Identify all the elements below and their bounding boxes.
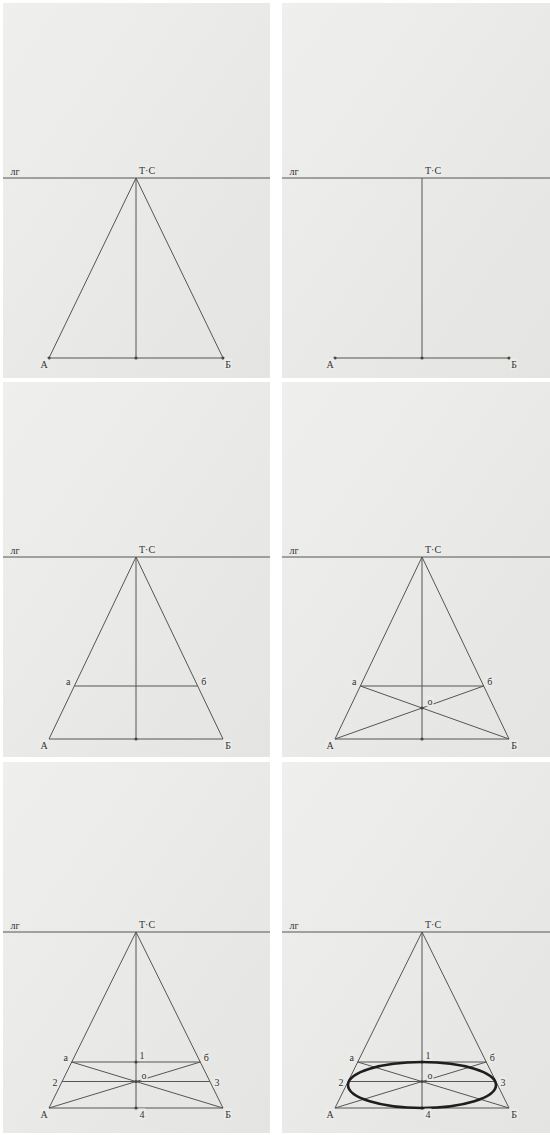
point-label: 3 [499, 1076, 506, 1087]
point-label: Т·С [424, 919, 442, 930]
point-label: Т·С [138, 544, 156, 555]
point-label: б [486, 676, 493, 687]
point-label: б [203, 1052, 210, 1063]
point-label: о [427, 1069, 434, 1080]
point-label: а [348, 1052, 354, 1063]
point-label: А [325, 359, 334, 370]
point-label: 4 [425, 1109, 432, 1120]
point-label: а [351, 676, 357, 687]
point-label: о [141, 1069, 148, 1080]
point-label: Б [510, 359, 518, 370]
point-label: о [427, 696, 434, 707]
point-label: Т·С [424, 544, 442, 555]
point-label: 3 [213, 1076, 220, 1087]
point-label: б [200, 676, 207, 687]
point-label: Б [510, 740, 518, 751]
point-label: А [39, 1109, 48, 1120]
point-label: Т·С [424, 165, 442, 176]
point-label: лг [288, 920, 299, 931]
point-label: лг [9, 920, 20, 931]
point-label: лг [288, 166, 299, 177]
paper-sheets [3, 3, 550, 1133]
point-label: Т·С [138, 919, 156, 930]
point-label: Б [510, 1109, 518, 1120]
point-label: 2 [52, 1076, 59, 1087]
perspective-circle [348, 1062, 496, 1108]
point-label: Б [224, 740, 232, 751]
point-label: А [325, 1109, 334, 1120]
point-label: б [489, 1052, 496, 1063]
point-label: Б [224, 359, 232, 370]
point-label: Т·С [138, 165, 156, 176]
point-label: а [65, 676, 71, 687]
point-label: Б [224, 1109, 232, 1120]
point-label: 4 [139, 1109, 146, 1120]
point-label: лг [288, 545, 299, 556]
point-label: лг [9, 545, 20, 556]
point-label: лг [9, 166, 20, 177]
point-label: 1 [139, 1050, 146, 1061]
construction-lines [3, 178, 550, 1108]
construction-points [47, 356, 510, 1109]
point-label: 1 [425, 1050, 432, 1061]
point-label: а [62, 1052, 68, 1063]
point-label: 2 [338, 1076, 345, 1087]
point-label: А [39, 359, 48, 370]
point-label: А [325, 740, 334, 751]
point-label: А [39, 740, 48, 751]
